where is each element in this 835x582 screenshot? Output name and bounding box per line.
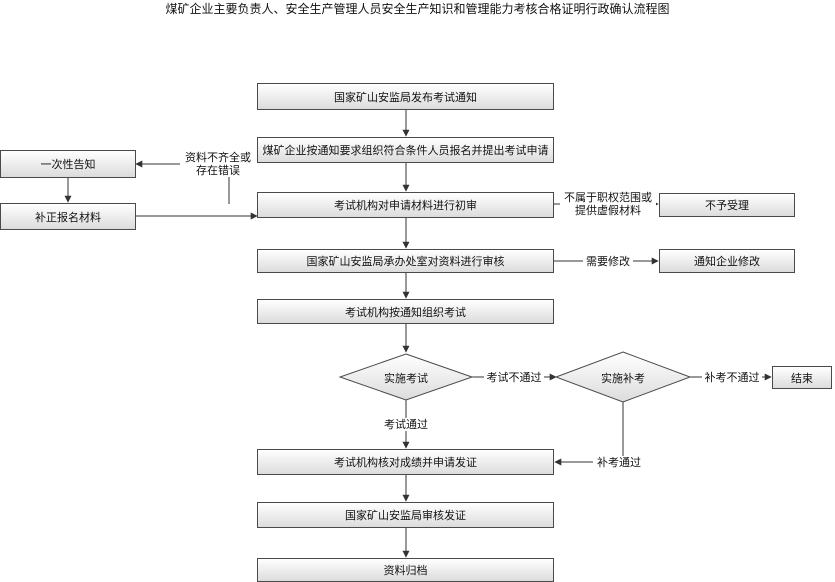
label-exam-passed: 考试通过 [376, 418, 436, 431]
label-incomplete-materials: 资料不齐全或 存在错误 [180, 151, 256, 177]
step-archive: 资料归档 [257, 558, 554, 582]
step-office-review-label: 国家矿山安监局承办处室对资料进行审核 [306, 255, 505, 268]
label-incomplete-line1: 资料不齐全或 [185, 151, 251, 164]
step-not-accepted: 不予受理 [659, 193, 795, 217]
decision-makeup-exam-label: 实施补考 [601, 372, 645, 385]
step-one-time-notice-label: 一次性告知 [40, 158, 96, 171]
step-enterprise-apply-label: 煤矿企业按通知要求组织符合条件人员报名并提出考试申请 [262, 144, 549, 157]
arrow-makeup-passed [554, 402, 624, 466]
label-incomplete-line2: 存在错误 [196, 164, 240, 177]
label-makeup-passed: 补考通过 [593, 456, 645, 469]
step-end: 结束 [772, 366, 832, 389]
step-initial-review-label: 考试机构对申请材料进行初审 [334, 199, 477, 212]
step-end-label: 结束 [791, 371, 813, 385]
decision-makeup-exam-shape [554, 351, 692, 403]
decision-conduct-exam-label: 实施考试 [384, 372, 428, 385]
step-organize-exam: 考试机构按通知组织考试 [257, 299, 554, 324]
step-publish-notice-label: 国家矿山安监局发布考试通知 [334, 90, 477, 104]
label-makeup-failed: 补考不通过 [702, 371, 762, 384]
step-notify-modify: 通知企业修改 [659, 249, 795, 273]
step-verify-score-label: 考试机构核对成绩并申请发证 [334, 456, 477, 469]
label-out-of-scope: 不属于职权范围或 提供虚假材料 [560, 191, 656, 217]
label-out-of-scope-line1: 不属于职权范围或 [564, 191, 652, 204]
label-out-of-scope-line2: 提供虚假材料 [575, 204, 641, 217]
step-issue-cert-label: 国家矿山安监局审核发证 [345, 509, 466, 522]
step-organize-exam-label: 考试机构按通知组织考试 [345, 305, 466, 319]
step-not-accepted-label: 不予受理 [705, 199, 749, 212]
step-supplement-materials-label: 补正报名材料 [35, 210, 101, 224]
step-office-review: 国家矿山安监局承办处室对资料进行审核 [257, 249, 554, 273]
label-exam-failed: 考试不通过 [484, 371, 544, 384]
step-one-time-notice: 一次性告知 [0, 150, 136, 178]
step-issue-cert: 国家矿山安监局审核发证 [257, 502, 554, 528]
step-publish-notice: 国家矿山安监局发布考试通知 [257, 83, 554, 110]
step-notify-modify-label: 通知企业修改 [694, 255, 760, 268]
step-supplement-materials: 补正报名材料 [0, 203, 136, 230]
step-initial-review: 考试机构对申请材料进行初审 [257, 192, 554, 218]
label-needs-modification: 需要修改 [583, 255, 633, 268]
decision-conduct-exam-shape [338, 353, 474, 401]
step-archive-label: 资料归档 [383, 564, 428, 577]
step-verify-score: 考试机构核对成绩并申请发证 [257, 449, 554, 475]
step-enterprise-apply: 煤矿企业按通知要求组织符合条件人员报名并提出考试申请 [257, 137, 554, 163]
page-title: 煤矿企业主要负责人、安全生产管理人员安全生产知识和管理能力考核合格证明行政确认流… [165, 2, 670, 16]
